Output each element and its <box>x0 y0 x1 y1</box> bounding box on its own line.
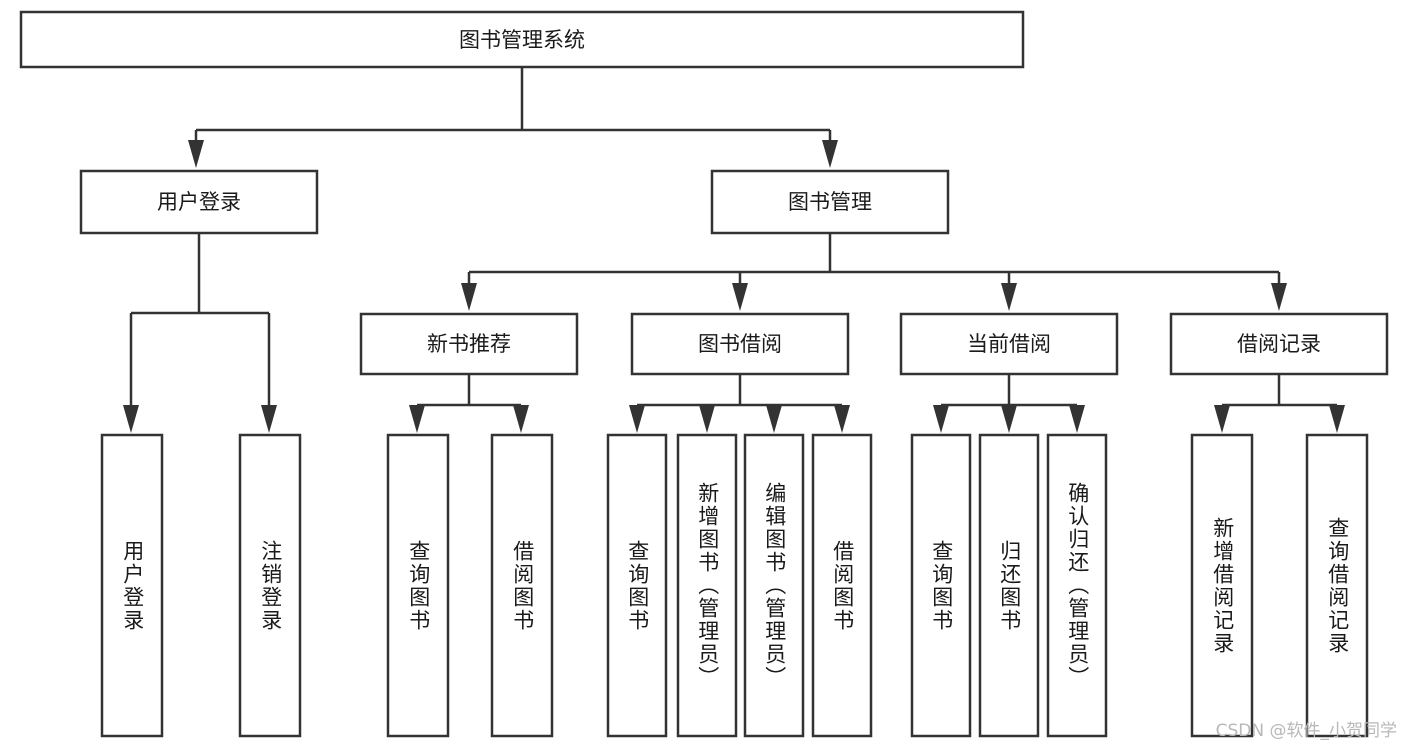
node-new-book-recommend-label: 新书推荐 <box>427 332 511 356</box>
arrow-head-icon <box>822 140 838 168</box>
node-book-management-label: 图书管理 <box>788 190 872 214</box>
leaf-box-borrow-book-bb[interactable] <box>811 433 873 738</box>
arrow-head-icon <box>409 405 425 433</box>
node-book-management[interactable]: 图书管理 <box>710 169 950 235</box>
connector-borrowrecords-to-leaves <box>1214 374 1345 433</box>
arrow-head-icon <box>1271 283 1287 311</box>
node-user-login-label: 用户登录 <box>157 190 241 214</box>
arrow-head-icon <box>732 283 748 311</box>
leaf-box-query-borrow-record[interactable] <box>1305 433 1369 738</box>
arrow-head-icon <box>699 405 715 433</box>
arrow-head-icon <box>513 405 529 433</box>
leaf-box-query-book-cb[interactable] <box>910 433 972 738</box>
leaf-box-query-book-bb[interactable] <box>606 433 668 738</box>
node-current-borrow-label: 当前借阅 <box>967 332 1051 356</box>
node-new-book-recommend[interactable]: 新书推荐 <box>359 312 579 376</box>
arrow-head-icon <box>1001 283 1017 311</box>
arrow-head-icon <box>933 405 949 433</box>
connector-root-to-level2 <box>188 67 838 168</box>
connector-bookmgmt-to-level3 <box>461 233 1287 311</box>
connector-newbook-to-leaves <box>409 374 529 433</box>
connector-bookborrow-to-leaves <box>629 374 850 433</box>
arrow-head-icon <box>629 405 645 433</box>
arrow-head-icon <box>461 283 477 311</box>
arrow-head-icon <box>1329 405 1345 433</box>
leaf-box-user-login[interactable] <box>100 433 164 738</box>
leaf-box-edit-book-admin[interactable] <box>743 433 805 738</box>
connector-currentborrow-to-leaves <box>933 374 1085 433</box>
node-book-borrow-label: 图书借阅 <box>698 332 782 356</box>
node-root-label: 图书管理系统 <box>459 28 585 52</box>
leaf-box-return-book[interactable] <box>978 433 1040 738</box>
leaf-box-query-book-nb[interactable] <box>386 433 450 738</box>
arrow-head-icon <box>1214 405 1230 433</box>
arrow-head-icon <box>1001 405 1017 433</box>
node-borrow-records[interactable]: 借阅记录 <box>1169 312 1389 376</box>
node-user-login[interactable]: 用户登录 <box>79 169 319 235</box>
arrow-head-icon <box>1069 405 1085 433</box>
leaf-box-confirm-return-admin[interactable] <box>1046 433 1108 738</box>
leaf-box-logout[interactable] <box>238 433 302 738</box>
arrow-head-icon <box>123 405 139 433</box>
arrow-head-icon <box>188 140 204 168</box>
leaf-box-borrow-book-nb[interactable] <box>490 433 554 738</box>
node-borrow-records-label: 借阅记录 <box>1237 332 1321 356</box>
node-root-book-management-system[interactable]: 图书管理系统 <box>19 10 1025 69</box>
node-current-borrow[interactable]: 当前借阅 <box>899 312 1119 376</box>
connector-userlogin-to-leaves <box>123 233 277 433</box>
leaf-box-add-borrow-record[interactable] <box>1190 433 1254 738</box>
node-book-borrow[interactable]: 图书借阅 <box>630 312 850 376</box>
arrow-head-icon <box>261 405 277 433</box>
arrow-head-icon <box>834 405 850 433</box>
watermark-text: CSDN @软件_小贺同学 <box>1215 721 1397 741</box>
arrow-head-icon <box>766 405 782 433</box>
leaf-box-add-book-admin[interactable] <box>676 433 738 738</box>
